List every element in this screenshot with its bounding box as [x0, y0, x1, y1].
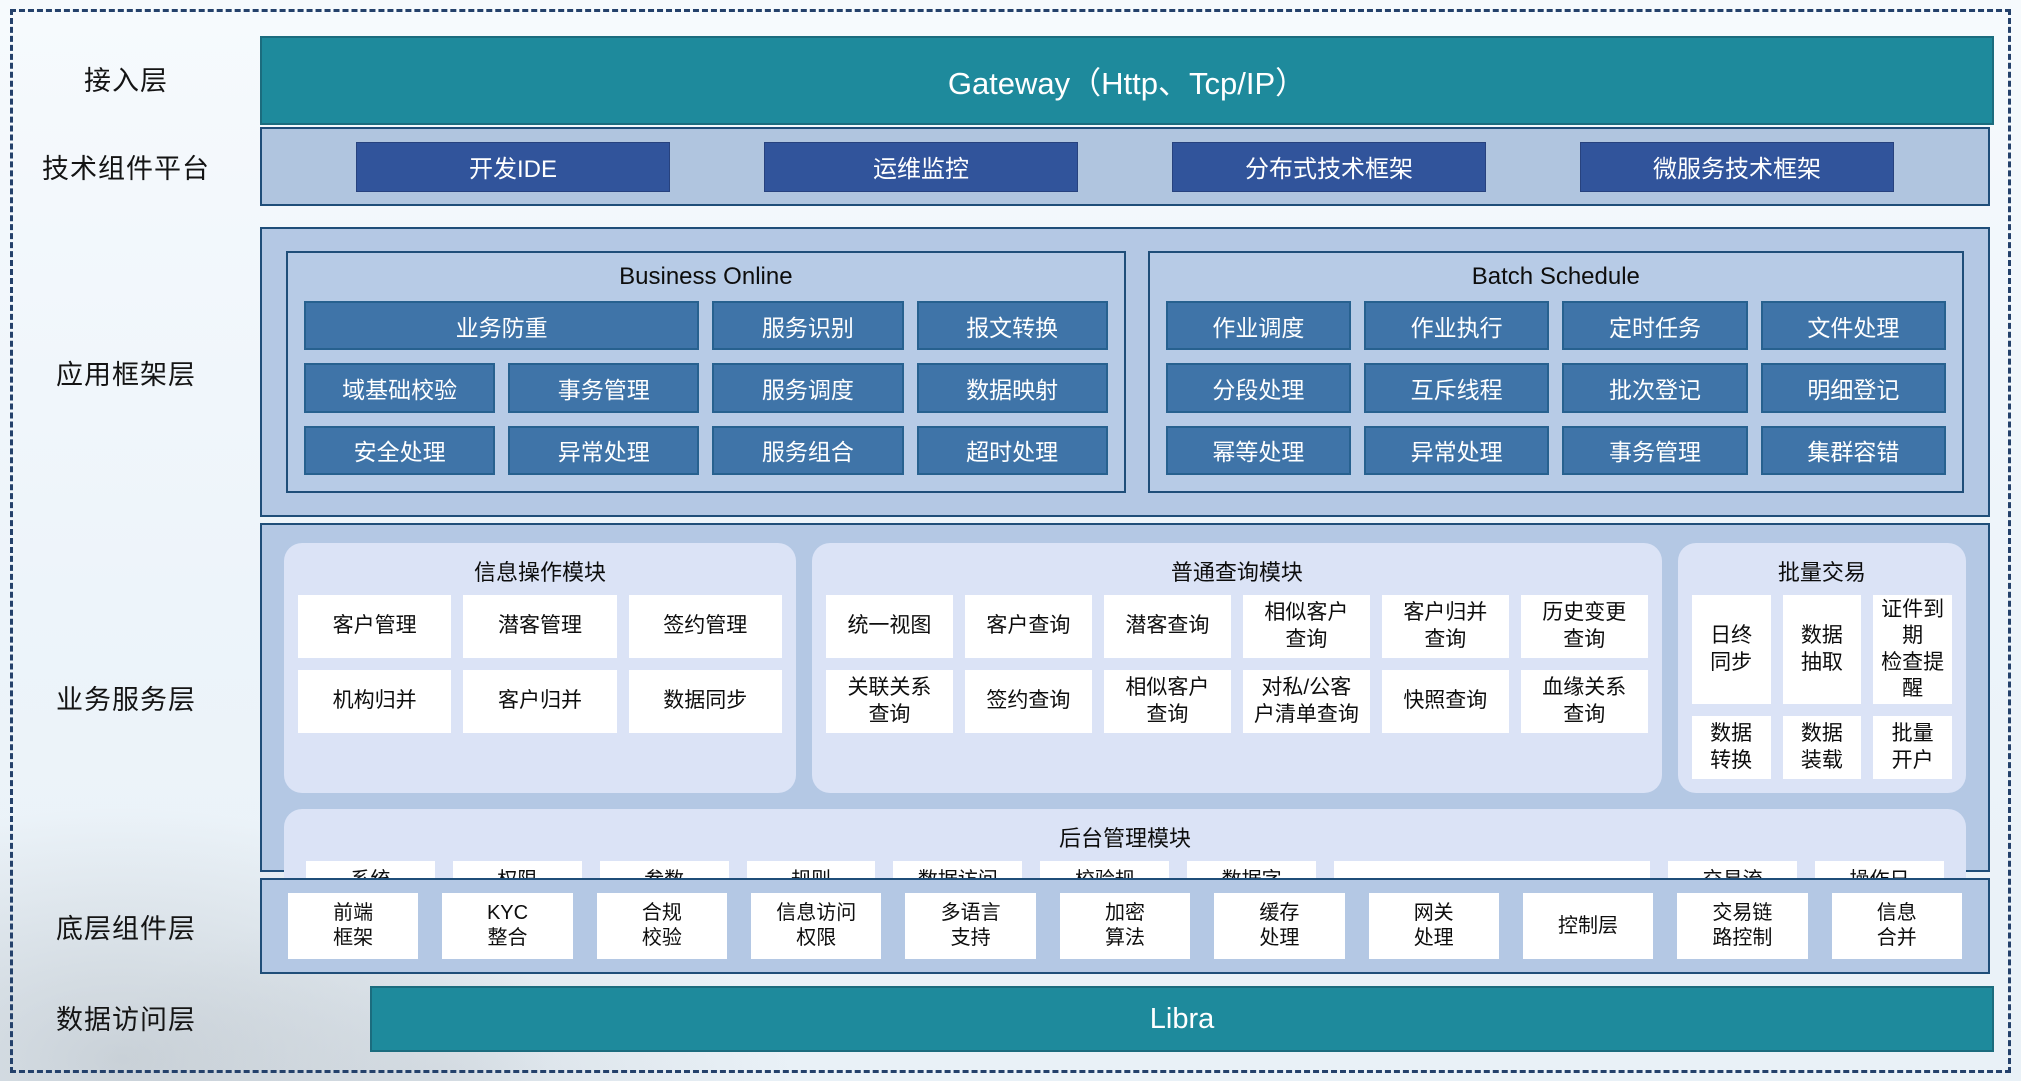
common-query-title: 普通查询模块 [1170, 560, 1303, 585]
common-query-cell: 快照查询 [1381, 670, 1509, 733]
bottom-component-cell: KYC 整合 [442, 893, 573, 959]
bottom-component-cell: 合规 校验 [596, 893, 728, 959]
info-operation-cell: 客户管理 [298, 595, 452, 658]
bottom-component-cell: 信息 合并 [1831, 893, 1962, 959]
business-online-cell: 服务调度 [712, 363, 904, 413]
batch-trade-cell: 数据 抽取 [1782, 595, 1862, 704]
layer-label-app-framework: 应用框架层 [56, 359, 196, 390]
business-online-cell: 安全处理 [304, 425, 496, 475]
info-operation-cell: 签约管理 [628, 595, 782, 658]
business-online-section: Business Online 业务防重服务识别报文转换域基础校验事务管理服务调… [286, 251, 1126, 493]
bottom-component-cell: 缓存 处理 [1214, 893, 1345, 959]
gateway-bar: Gateway（Http、Tcp/IP） [260, 36, 1994, 125]
layer-label-data-access: 数据访问层 [56, 1004, 196, 1035]
info-operation-cell: 数据同步 [628, 670, 782, 733]
bottom-components-panel: 前端 框架 KYC 整合合规 校验信息访问 权限多语言 支持加密 算法缓存 处理网… [260, 878, 1990, 974]
info-operation-title: 信息操作模块 [473, 560, 606, 585]
info-operation-cell: 客户归并 [463, 670, 617, 733]
business-online-title: Business Online [619, 263, 793, 290]
admin-module-title: 后台管理模块 [1058, 826, 1191, 851]
business-online-cell: 数据映射 [916, 363, 1108, 413]
common-query-cell: 相似客户 查询 [1242, 595, 1370, 658]
batch-schedule-cell: 明细登记 [1760, 363, 1946, 413]
batch-schedule-grid: 作业调度作业执行定时任务文件处理分段处理互斥线程批次登记明细登记幂等处理异常处理… [1165, 301, 1946, 475]
batch-schedule-cell: 作业调度 [1165, 301, 1352, 351]
tech-item-microservice-fw: 微服务技术框架 [1580, 141, 1894, 192]
info-operation-cell: 机构归并 [298, 670, 452, 733]
common-query-cell: 潜客查询 [1103, 595, 1231, 658]
common-query-cell: 历史变更 查询 [1520, 595, 1648, 658]
business-online-grid: 业务防重服务识别报文转换域基础校验事务管理服务调度数据映射安全处理异常处理服务组… [304, 301, 1108, 475]
common-query-cell: 对私/公客 户清单查询 [1242, 670, 1370, 733]
business-online-cell: 超时处理 [916, 425, 1108, 475]
layer-label-bottom-comp: 底层组件层 [56, 913, 196, 944]
batch-trade-cell: 批量 开户 [1873, 716, 1952, 779]
business-online-cell: 域基础校验 [304, 363, 496, 413]
common-query-cell: 客户查询 [964, 595, 1092, 658]
business-online-cell: 服务识别 [712, 301, 904, 351]
batch-trade-title: 批量交易 [1777, 560, 1866, 585]
service-module-row: 信息操作模块 客户管理潜客管理签约管理机构归并客户归并数据同步 普通查询模块 统… [284, 543, 1966, 793]
batch-schedule-cell: 分段处理 [1165, 363, 1352, 413]
business-online-cell: 业务防重 [304, 301, 700, 351]
bottom-component-cell: 前端 框架 [288, 893, 419, 959]
common-query-cell: 血缘关系 查询 [1520, 670, 1648, 733]
layer-label-access: 接入层 [84, 66, 168, 96]
batch-schedule-cell: 批次登记 [1562, 363, 1748, 413]
info-operation-cell: 潜客管理 [463, 595, 617, 658]
tech-item-ops-monitor: 运维监控 [764, 141, 1078, 192]
batch-trade-grid: 日终 同步数据 抽取证件到期 检查提醒数据 转换数据 装载批量 开户 [1691, 595, 1952, 779]
bottom-component-cell: 信息访问 权限 [751, 893, 882, 959]
common-query-cell: 关联关系 查询 [825, 670, 953, 733]
batch-schedule-cell: 定时任务 [1562, 301, 1748, 351]
business-online-cell: 报文转换 [916, 301, 1108, 351]
app-framework-panel: Business Online 业务防重服务识别报文转换域基础校验事务管理服务调… [260, 227, 1990, 517]
batch-schedule-cell: 作业执行 [1364, 301, 1550, 351]
batch-schedule-cell: 事务管理 [1562, 425, 1748, 475]
common-query-cell: 相似客户 查询 [1103, 670, 1231, 733]
bottom-component-cell: 交易链 路控制 [1677, 893, 1808, 959]
business-online-cell: 事务管理 [508, 363, 700, 413]
bottom-component-cell: 多语言 支持 [905, 893, 1036, 959]
bottom-component-cell: 控制层 [1522, 893, 1654, 959]
common-query-cell: 签约查询 [964, 670, 1092, 733]
batch-trade-module: 批量交易 日终 同步数据 抽取证件到期 检查提醒数据 转换数据 装载批量 开户 [1677, 543, 1966, 793]
common-query-cell: 统一视图 [825, 595, 953, 658]
libra-bar: Libra [370, 986, 1994, 1052]
tech-item-distributed-fw: 分布式技术框架 [1172, 141, 1486, 192]
batch-trade-cell: 日终 同步 [1691, 595, 1771, 704]
batch-schedule-title: Batch Schedule [1471, 263, 1640, 290]
batch-trade-cell: 数据 转换 [1691, 716, 1771, 779]
tech-platform-panel: 开发IDE 运维监控 分布式技术框架 微服务技术框架 [260, 127, 1990, 206]
business-online-cell: 异常处理 [508, 425, 700, 475]
bottom-component-cell: 加密 算法 [1059, 893, 1191, 959]
bottom-component-cell: 网关 处理 [1368, 893, 1499, 959]
batch-trade-cell: 证件到期 检查提醒 [1873, 595, 1952, 704]
common-query-grid: 统一视图客户查询潜客查询相似客户 查询客户归并 查询历史变更 查询关联关系 查询… [825, 595, 1648, 733]
batch-schedule-cell: 异常处理 [1364, 425, 1550, 475]
batch-schedule-cell: 互斥线程 [1364, 363, 1550, 413]
layer-label-biz-service: 业务服务层 [56, 685, 196, 715]
business-online-cell: 服务组合 [712, 425, 904, 475]
batch-schedule-section: Batch Schedule 作业调度作业执行定时任务文件处理分段处理互斥线程批… [1147, 251, 1964, 493]
layer-label-tech-platform: 技术组件平台 [42, 154, 210, 184]
business-service-panel: 信息操作模块 客户管理潜客管理签约管理机构归并客户归并数据同步 普通查询模块 统… [260, 523, 1990, 939]
batch-schedule-cell: 幂等处理 [1165, 425, 1352, 475]
common-query-module: 普通查询模块 统一视图客户查询潜客查询相似客户 查询客户归并 查询历史变更 查询… [811, 543, 1662, 793]
info-operation-grid: 客户管理潜客管理签约管理机构归并客户归并数据同步 [298, 595, 782, 733]
info-operation-module: 信息操作模块 客户管理潜客管理签约管理机构归并客户归并数据同步 [284, 543, 796, 793]
batch-schedule-cell: 文件处理 [1760, 301, 1946, 351]
batch-trade-cell: 数据 装载 [1782, 716, 1862, 779]
tech-item-dev-ide: 开发IDE [356, 141, 670, 192]
batch-schedule-cell: 集群容错 [1760, 425, 1946, 475]
common-query-cell: 客户归并 查询 [1381, 595, 1509, 658]
